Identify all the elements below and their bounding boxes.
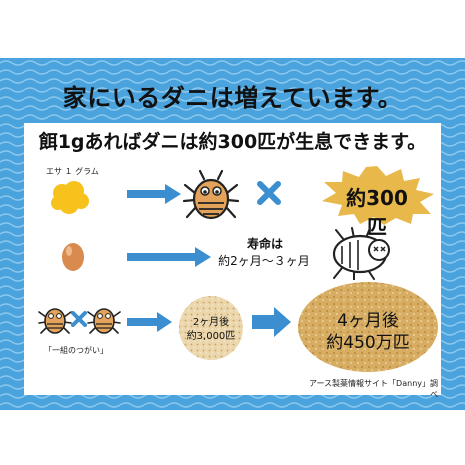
egg-icon <box>62 243 84 271</box>
mite-icon <box>182 169 240 220</box>
feed-label: エサ １ グラム <box>46 167 99 176</box>
mite-icon-small-right <box>87 308 121 334</box>
big-line1: 4ヶ月後 <box>337 311 399 331</box>
page-title: 家にいるダニは増えています。 <box>62 84 403 112</box>
mid-line2: 約3,000匹 <box>186 331 236 342</box>
source-note: アース製薬情報サイト「Danny」調べ <box>308 379 438 399</box>
lifespan-line2: 約2ヶ月〜３ヶ月 <box>218 254 310 268</box>
multiply-icon <box>257 181 281 205</box>
info-panel: 餌1gあればダニは約300匹が生息できます。 エサ １ グラム 約300匹 寿命… <box>24 123 441 399</box>
arrow-right-long-icon <box>127 247 211 267</box>
pair-label: 「一組のつがい」 <box>44 346 108 355</box>
arrow-right-icon <box>127 184 181 204</box>
multiply-small-icon <box>71 311 87 327</box>
dead-mite-icon <box>332 227 390 280</box>
speckle-oval <box>298 282 438 372</box>
mid-line1: 2ヶ月後 <box>192 317 230 328</box>
food-blob-icon <box>51 181 89 214</box>
subtitle: 餌1gあればダニは約300匹が生息できます。 <box>38 131 427 153</box>
result-300: 約300匹 <box>346 186 408 239</box>
lifespan-line1: 寿命は <box>246 237 283 251</box>
arrow-right-bold-icon <box>252 307 291 337</box>
burst-shape <box>322 166 434 225</box>
big-line2: 約450万匹 <box>326 333 410 353</box>
mite-icon-small-left <box>38 308 72 334</box>
arrow-right-short-icon <box>127 312 172 332</box>
speckle-circle <box>179 296 243 360</box>
